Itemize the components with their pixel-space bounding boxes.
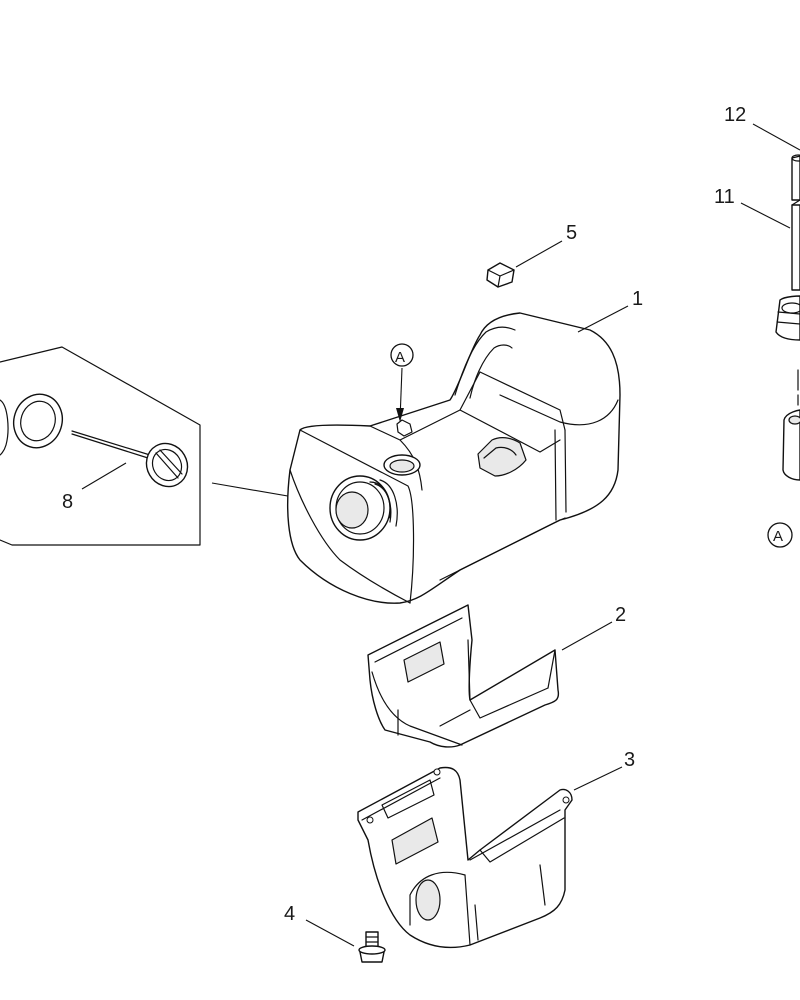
fuel-tank-part-1[interactable] [286, 312, 621, 604]
callout-5: 5 [566, 222, 577, 244]
reference-a-right-label: A [773, 528, 783, 545]
callout-2: 2 [615, 604, 626, 626]
bolt-part-4[interactable] [358, 931, 386, 963]
callout-1: 1 [632, 288, 643, 310]
gasket-ring-part[interactable] [7, 388, 69, 454]
callout-3: 3 [624, 749, 635, 771]
rubber-pad-part-5[interactable] [486, 262, 515, 288]
right-side-parts[interactable] [775, 154, 800, 481]
reference-mark-a-right [767, 522, 793, 548]
callout-4: 4 [284, 903, 295, 925]
cap-strap-part[interactable] [71, 430, 195, 494]
inset-panel [0, 346, 341, 546]
reference-arrow-a [390, 343, 414, 422]
callout-8: 8 [62, 491, 73, 513]
filler-neck[interactable] [329, 475, 398, 541]
callout-11: 11 [714, 186, 735, 208]
lower-cover-part-3[interactable] [357, 766, 573, 949]
callout-12: 12 [724, 104, 746, 126]
tank-bracket-part-2[interactable] [367, 604, 560, 748]
reference-a-tank-label: A [395, 349, 405, 366]
